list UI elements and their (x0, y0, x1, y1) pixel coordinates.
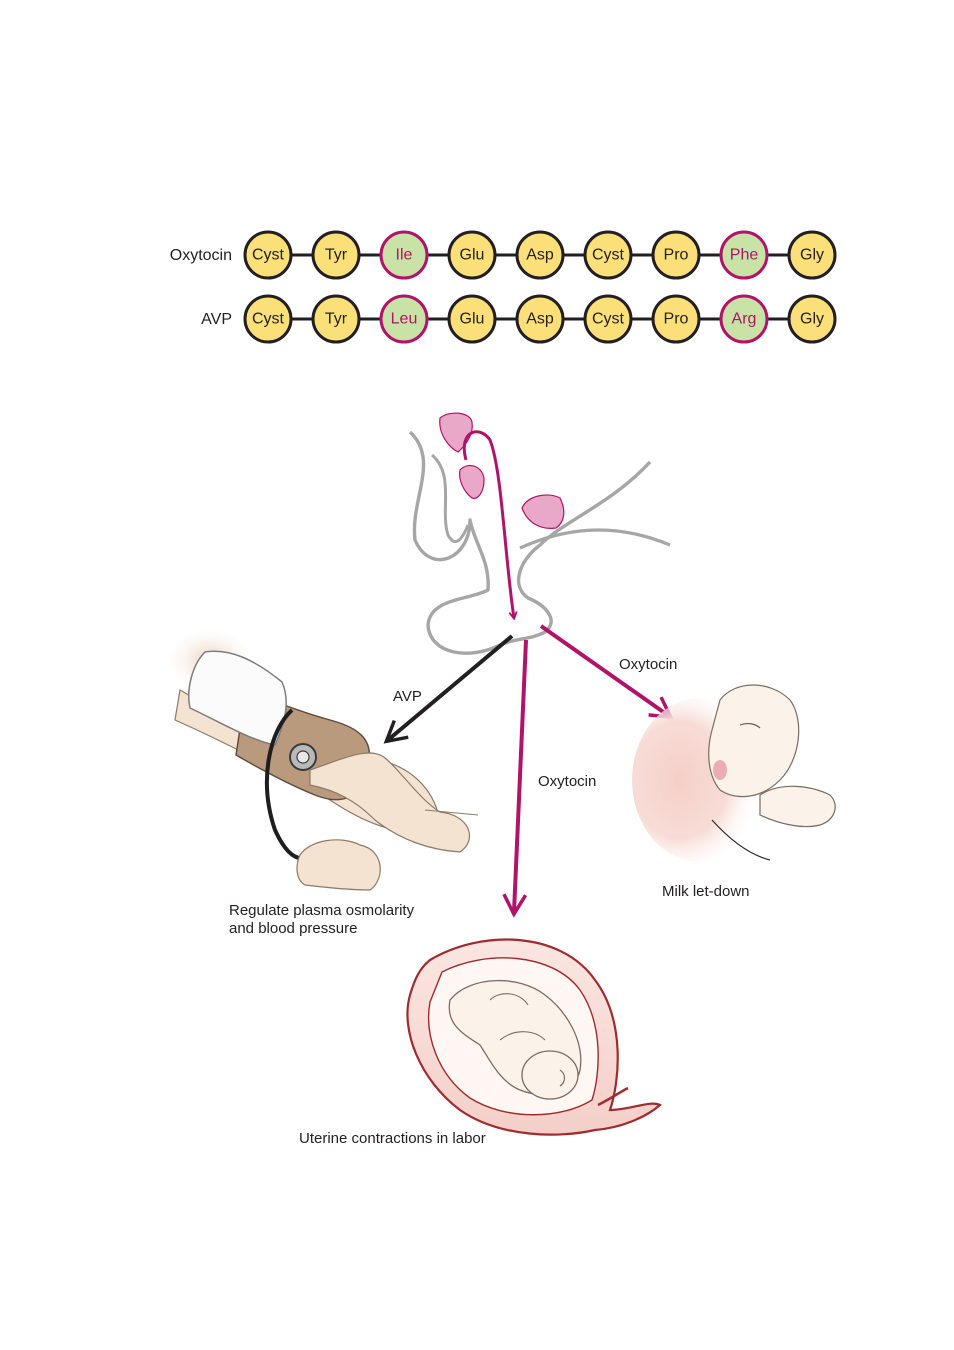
amino-acid-circle (311, 294, 361, 344)
amino-acid-circle (379, 230, 429, 280)
amino-acid-label: Glu (460, 247, 485, 264)
oxytocin-down-arrow (502, 639, 528, 918)
blood-pressure-label-line2: and blood pressure (229, 920, 357, 937)
avp-arrow-label: AVP (393, 688, 422, 705)
amino-acid-circle (243, 230, 293, 280)
amino-acid-circle (515, 294, 565, 344)
amino-acid-circle (311, 230, 361, 280)
avp-arrow (383, 634, 514, 744)
amino-acid-label: Tyr (325, 247, 348, 264)
amino-acid-label: Ile (396, 247, 413, 264)
amino-acid-label: Gly (800, 247, 824, 264)
pituitary-gland-icon (408, 412, 671, 655)
sequence-label-0: Oxytocin (170, 247, 232, 264)
amino-acid-circle (515, 230, 565, 280)
amino-acid-label: Gly (800, 311, 824, 328)
oxytocin-right-arrow (539, 624, 674, 720)
amino-acid-circle (583, 294, 633, 344)
amino-acid-label: Asp (526, 247, 554, 264)
amino-acid-circle (787, 294, 837, 344)
amino-acid-label: Asp (526, 311, 554, 328)
amino-acid-circle (447, 294, 497, 344)
amino-acid-circle (583, 230, 633, 280)
amino-acid-label: Pro (664, 247, 689, 264)
blood-pressure-cuff-icon (170, 630, 479, 891)
amino-acid-circle (447, 230, 497, 280)
amino-acid-circle (719, 294, 769, 344)
oxytocin-down-label: Oxytocin (538, 773, 596, 790)
amino-acid-label: Leu (391, 311, 418, 328)
oxytocin-right-label: Oxytocin (619, 656, 677, 673)
sequence-label-1: AVP (201, 311, 232, 328)
amino-acid-label: Pro (664, 311, 689, 328)
amino-acid-circle (651, 230, 701, 280)
amino-acid-circle (243, 294, 293, 344)
amino-acid-label: Cyst (592, 247, 625, 264)
amino-acid-label: Cyst (252, 247, 285, 264)
blood-pressure-label-line1: Regulate plasma osmolarity (229, 902, 415, 919)
amino-acid-label: Phe (730, 247, 759, 264)
amino-acid-circle (719, 230, 769, 280)
amino-acid-circle (787, 230, 837, 280)
milk-letdown-label: Milk let-down (662, 883, 750, 900)
amino-acid-circle (379, 294, 429, 344)
amino-acid-label: Arg (732, 311, 757, 328)
amino-acid-circle (651, 294, 701, 344)
breastfeeding-infant-icon (632, 684, 836, 862)
fetus-in-uterus-icon (406, 938, 662, 1136)
uterine-contractions-label: Uterine contractions in labor (299, 1130, 486, 1147)
amino-acid-label: Cyst (592, 311, 625, 328)
amino-acid-label: Glu (460, 311, 485, 328)
amino-acid-label: Cyst (252, 311, 285, 328)
amino-acid-label: Tyr (325, 311, 348, 328)
